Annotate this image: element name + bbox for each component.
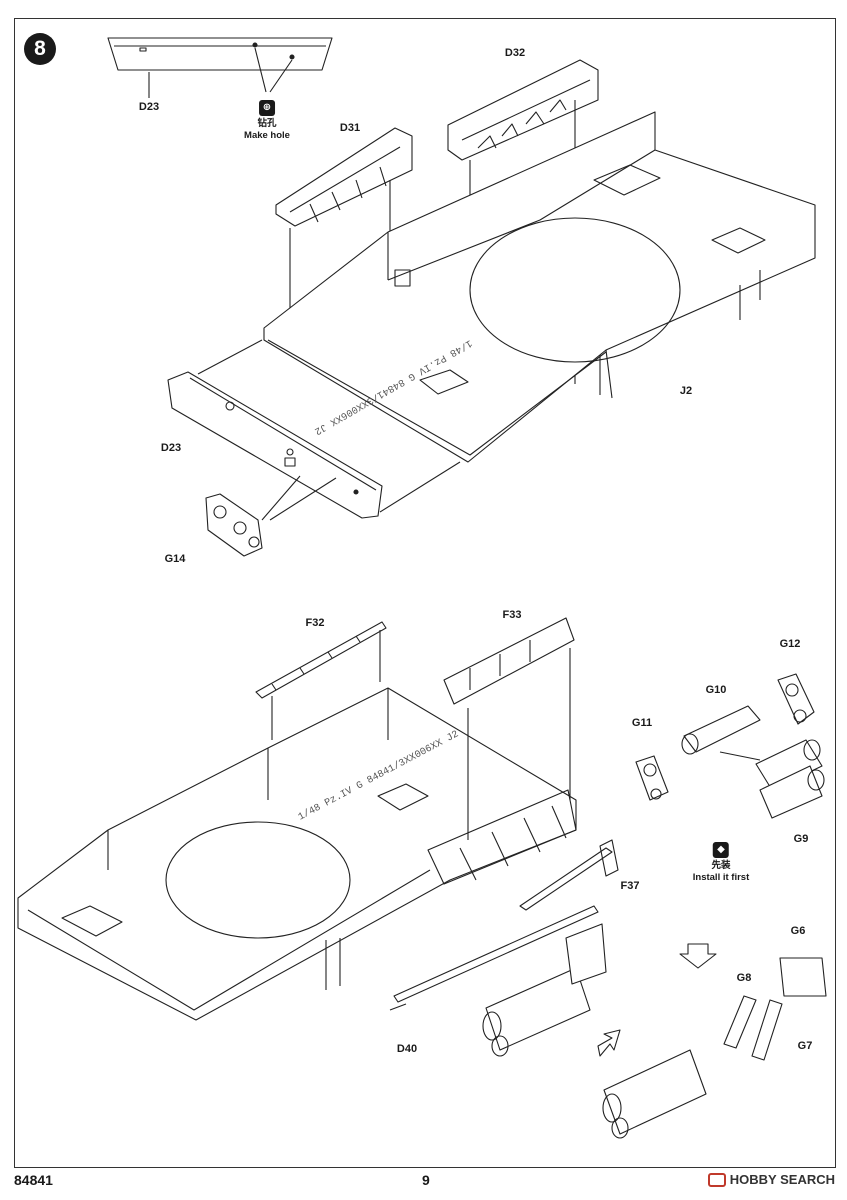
part-g10 — [681, 705, 761, 755]
part-hull-bottom — [17, 687, 577, 1021]
install-first-note: ◆ 先装 Install it first — [693, 842, 749, 884]
label-d31: D31 — [339, 122, 361, 134]
make-hole-en: Make hole — [244, 130, 290, 141]
label-f37: F37 — [620, 880, 640, 892]
page-frame — [14, 18, 836, 1168]
part-g14 — [205, 475, 337, 557]
page-number: 9 — [422, 1172, 430, 1188]
label-g6: G6 — [790, 925, 806, 937]
drill-icon: ⊕ — [259, 100, 275, 116]
watermark-text: HOBBY SEARCH — [729, 1172, 835, 1187]
label-d23-top: D23 — [138, 101, 160, 113]
step-number-badge: 8 — [24, 33, 56, 65]
part-g9 — [755, 739, 825, 819]
label-g7: G7 — [797, 1040, 813, 1052]
label-d32: D32 — [504, 47, 526, 59]
make-hole-cn: 钻孔 — [257, 118, 277, 129]
part-g8 — [723, 995, 757, 1049]
label-g10: G10 — [705, 684, 727, 696]
hobby-search-logo-icon — [707, 1172, 726, 1187]
label-j2: J2 — [679, 385, 693, 397]
label-g12: G12 — [779, 638, 801, 650]
watermark: HOBBY SEARCH — [707, 1172, 835, 1187]
label-g8: G8 — [736, 972, 752, 984]
part-f32 — [255, 621, 387, 740]
label-f32: F32 — [305, 617, 325, 629]
part-d40 — [389, 905, 599, 1011]
part-d23-plate — [107, 37, 333, 98]
part-f37 — [519, 839, 619, 911]
product-code: 84841 — [14, 1172, 53, 1188]
part-j2-hull-top — [263, 111, 816, 463]
install-first-en: Install it first — [692, 872, 750, 883]
label-g9: G9 — [793, 833, 809, 845]
part-canister-assembly-mid — [482, 923, 607, 1057]
part-g11 — [635, 755, 669, 801]
label-d40: D40 — [396, 1043, 418, 1055]
install-first-icon: ◆ — [712, 842, 729, 858]
part-g6 — [779, 957, 827, 997]
part-canister-assembly-bottom — [602, 1049, 707, 1139]
label-f33: F33 — [502, 609, 522, 621]
label-d23-side: D23 — [160, 442, 182, 454]
part-d23-rail — [167, 371, 383, 519]
part-f33 — [443, 617, 575, 840]
label-g14: G14 — [164, 553, 186, 565]
make-hole-note: ⊕ 钻孔 Make hole — [244, 100, 290, 142]
label-g11: G11 — [631, 717, 653, 729]
install-first-cn: 先装 — [711, 860, 731, 871]
part-g7 — [751, 999, 783, 1061]
part-g12 — [777, 673, 815, 725]
